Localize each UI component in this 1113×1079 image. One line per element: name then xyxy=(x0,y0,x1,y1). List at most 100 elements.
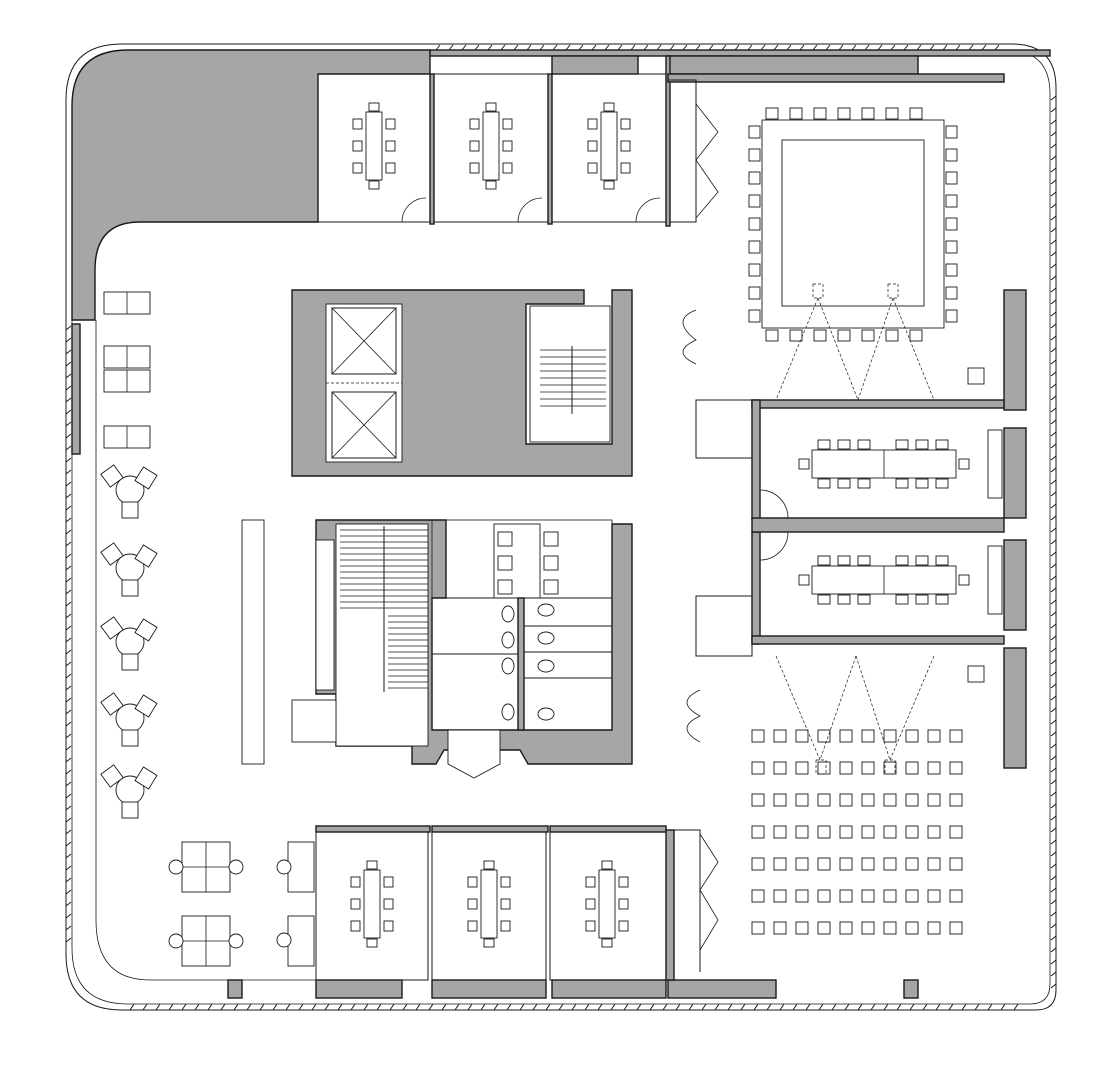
auditorium-seat xyxy=(949,729,963,743)
facade-fin xyxy=(838,44,844,51)
facade-fin xyxy=(994,44,1000,51)
facade-fin xyxy=(480,1003,486,1011)
chair xyxy=(945,309,958,323)
facade-fin xyxy=(65,373,72,379)
facade-fin xyxy=(1050,539,1057,545)
facade-fin xyxy=(220,1003,226,1011)
facade-fin xyxy=(1050,599,1057,605)
auditorium-seat xyxy=(795,857,809,871)
facade-fin xyxy=(1050,623,1057,629)
chair xyxy=(958,458,970,470)
vestibule-door xyxy=(447,729,501,779)
chair xyxy=(500,876,511,888)
chair xyxy=(618,898,629,910)
facade-fin xyxy=(695,44,701,51)
facade-fin xyxy=(1050,143,1057,149)
facade-fin xyxy=(65,865,72,871)
sink xyxy=(543,555,559,571)
facade-fin xyxy=(617,44,623,51)
facade-fin xyxy=(168,1003,174,1011)
chair xyxy=(895,555,909,566)
facade-fin xyxy=(877,44,883,51)
facade-fin xyxy=(1050,659,1057,665)
facade-fin xyxy=(591,44,597,51)
facade-fin xyxy=(1050,647,1057,653)
chair xyxy=(500,920,511,932)
facade-fin xyxy=(454,1003,460,1011)
auditorium-seat xyxy=(839,761,853,775)
facade-fin xyxy=(779,1003,785,1011)
auditorium-seat xyxy=(905,921,919,935)
facade-fin xyxy=(812,44,818,51)
elevator-2 xyxy=(331,391,397,459)
facade-fin xyxy=(1050,611,1057,617)
auditorium-seat xyxy=(773,889,787,903)
projector xyxy=(815,759,827,775)
facade-fin xyxy=(65,541,72,547)
auditorium-seat xyxy=(905,889,919,903)
facade-fin xyxy=(922,1003,928,1011)
facade-fin xyxy=(1050,491,1057,497)
chair xyxy=(585,920,596,932)
chair xyxy=(483,938,495,948)
chair xyxy=(383,898,394,910)
chair xyxy=(352,140,363,152)
facade-fin xyxy=(1050,755,1057,761)
facade-fin xyxy=(65,601,72,607)
chair xyxy=(857,594,871,605)
facade-fin xyxy=(65,721,72,727)
auditorium-seat xyxy=(751,793,765,807)
auditorium-seat xyxy=(927,793,941,807)
facade-fin xyxy=(545,1003,551,1011)
auditorium-seat xyxy=(773,793,787,807)
chair xyxy=(817,594,831,605)
facade-fin xyxy=(65,769,72,775)
chair xyxy=(618,876,629,888)
auditorium-seat xyxy=(883,921,897,935)
facade-fin xyxy=(948,1003,954,1011)
facade-fin xyxy=(1050,911,1057,917)
stool xyxy=(276,932,292,948)
facade-fin xyxy=(1050,395,1057,401)
facade-fin xyxy=(441,1003,447,1011)
facade-fin xyxy=(916,44,922,51)
facade-fin xyxy=(1050,587,1057,593)
facade-fin xyxy=(65,937,72,943)
facade-fin xyxy=(792,1003,798,1011)
facade-fin xyxy=(142,1003,148,1011)
facade-fin xyxy=(734,44,740,51)
lounge-chair xyxy=(121,653,139,671)
lounge-chair xyxy=(100,542,124,566)
sink xyxy=(497,531,513,547)
facade-fin xyxy=(298,1003,304,1011)
lounge-chair xyxy=(121,729,139,747)
facade-fin xyxy=(65,829,72,835)
facade-fin xyxy=(1050,815,1057,821)
double-door xyxy=(686,689,701,743)
toilet xyxy=(501,605,515,623)
chair xyxy=(350,876,361,888)
facade-fin xyxy=(311,1003,317,1011)
auditorium-seat xyxy=(861,825,875,839)
facade-fin xyxy=(1050,419,1057,425)
chair xyxy=(861,107,875,120)
facade-fin xyxy=(1013,1003,1019,1011)
auditorium-seat xyxy=(795,793,809,807)
facade-fin xyxy=(1050,215,1057,221)
chair xyxy=(935,439,949,450)
chair xyxy=(748,125,761,139)
auditorium-seat xyxy=(861,729,875,743)
chair xyxy=(469,162,480,174)
elevator-1 xyxy=(331,307,397,375)
facade-fin xyxy=(324,1003,330,1011)
projection-cone xyxy=(775,655,935,761)
chair xyxy=(502,118,513,130)
auditorium-seat xyxy=(883,825,897,839)
facade-fin xyxy=(870,1003,876,1011)
facade-fin xyxy=(1050,251,1057,257)
chair xyxy=(601,938,613,948)
chair xyxy=(813,329,827,342)
facade-fin xyxy=(532,1003,538,1011)
chair xyxy=(857,439,871,450)
lounge-chair-cluster xyxy=(100,464,158,519)
